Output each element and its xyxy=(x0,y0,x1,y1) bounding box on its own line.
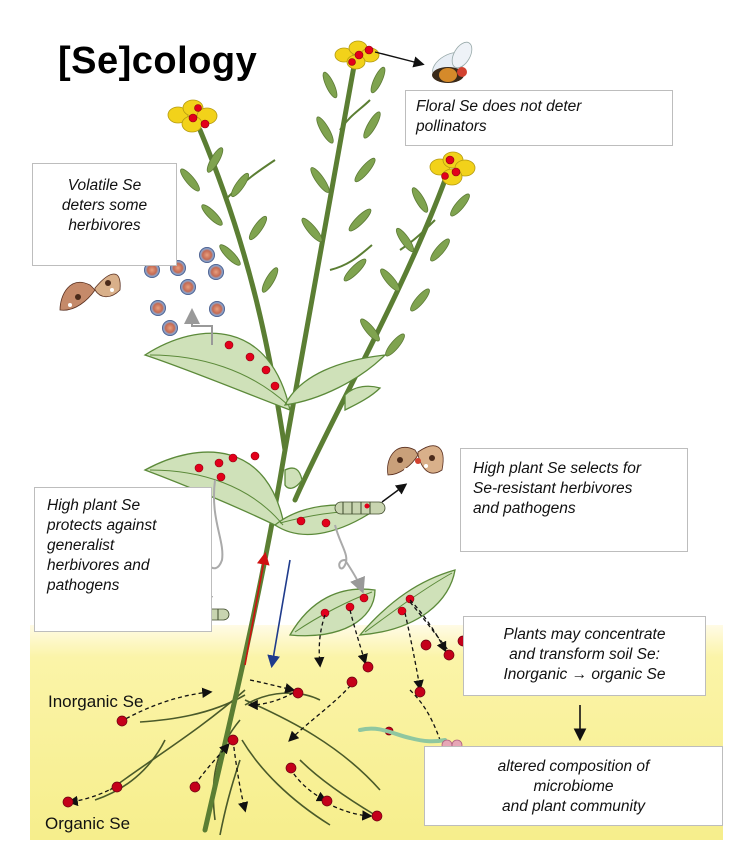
roots xyxy=(94,689,381,836)
altered-line-3: and plant community xyxy=(501,798,646,815)
altered-composition-box: altered composition of microbiome and pl… xyxy=(424,746,723,826)
volatile-line-1: Volatile Se xyxy=(67,177,142,194)
concentrate-line-3: Inorganic → organic Se xyxy=(503,666,666,683)
leaflets xyxy=(180,66,470,357)
selects-line-2: Se-resistant herbivores xyxy=(473,480,633,497)
leaf-mid-right-small xyxy=(344,385,382,412)
concentrate-line-1: Plants may concentrate xyxy=(503,626,666,643)
pollinator-arrow xyxy=(374,51,425,68)
selection-arrow xyxy=(381,483,408,503)
protects-line-2: protects against xyxy=(47,517,157,534)
bee-icon xyxy=(432,41,473,83)
volatile-line-3: herbivores xyxy=(68,217,141,234)
protects-line-3: generalist xyxy=(47,537,115,554)
floral-line-2: pollinators xyxy=(416,118,487,135)
stems xyxy=(197,52,448,833)
protects-line-5: pathogens xyxy=(47,577,120,594)
selects-line-3: and pathogens xyxy=(473,500,576,517)
high-se-selects-box: High plant Se selects for Se-resistant h… xyxy=(460,448,688,552)
inorganic-se-label: Inorganic Se xyxy=(48,692,144,711)
leaf-upper-right xyxy=(283,354,387,406)
moth-left-icon xyxy=(59,273,121,311)
selects-line-1: High plant Se selects for xyxy=(473,460,642,477)
floral-se-box: Floral Se does not deter pollinators xyxy=(405,90,673,146)
organic-se-label: Organic Se xyxy=(45,814,131,833)
volatile-se-molecules xyxy=(144,247,225,336)
moth-right-icon xyxy=(387,445,444,476)
page-title: [Se]cology xyxy=(58,40,258,82)
floral-line-1: Floral Se does not deter xyxy=(416,98,582,115)
upward-transport-arrow xyxy=(244,551,270,666)
dashed-se-flow xyxy=(67,599,453,821)
downward-transport-arrow xyxy=(267,559,291,669)
volatile-release-arrow xyxy=(184,308,213,345)
altered-line-2: microbiome xyxy=(533,778,614,795)
protects-line-4: herbivores and xyxy=(47,557,150,574)
volatile-se-box: Volatile Se deters some herbivores xyxy=(32,163,177,266)
leaf-mid-small xyxy=(284,467,303,489)
side-branches xyxy=(224,99,436,271)
altered-line-1: altered composition of xyxy=(497,758,650,775)
high-se-protects-box: High plant Se protects against generalis… xyxy=(34,487,212,632)
protects-line-1: High plant Se xyxy=(47,497,141,514)
caterpillar-upper-icon xyxy=(334,501,386,515)
concentrate-line-2: and transform soil Se: xyxy=(509,646,660,663)
volatile-line-2: deters some xyxy=(61,197,148,214)
concentrate-transform-box: Plants may concentrate and transform soi… xyxy=(463,616,706,696)
